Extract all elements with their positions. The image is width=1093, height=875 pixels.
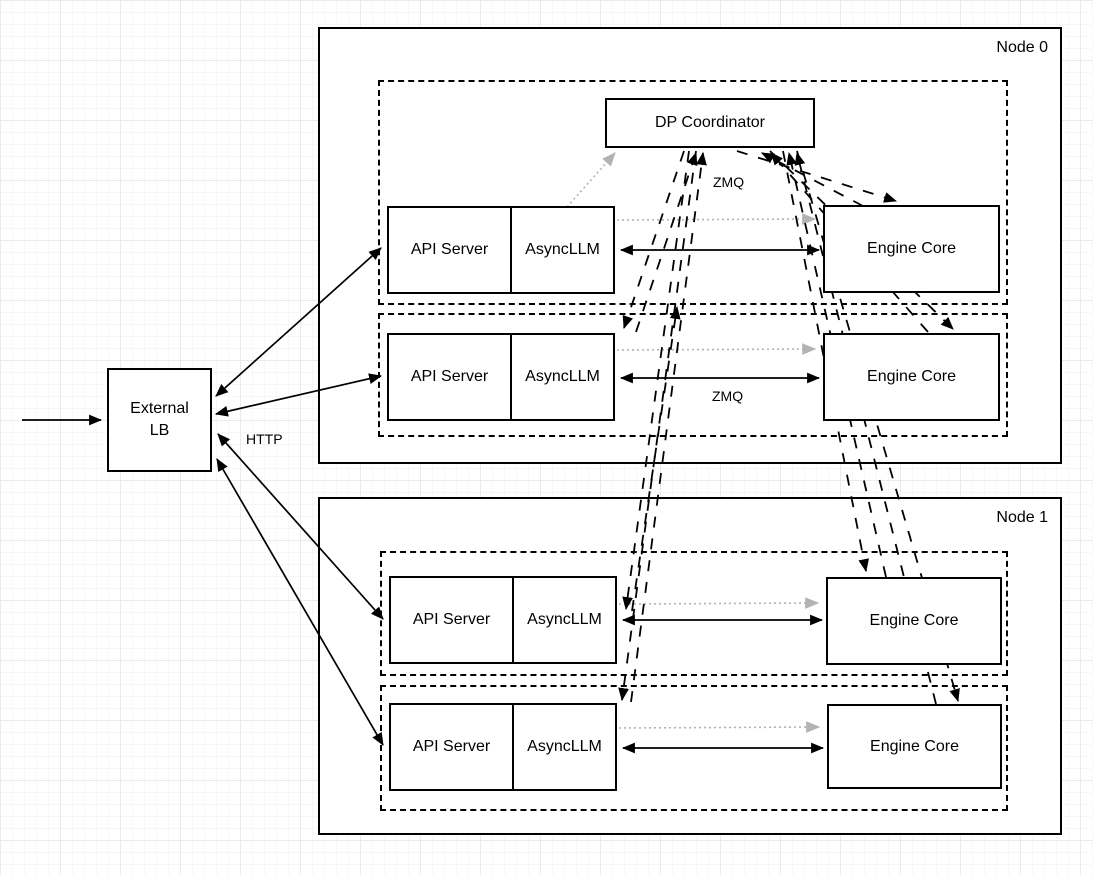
- http-edge-label: HTTP: [246, 431, 283, 447]
- engine-core-box-node0-row1: Engine Core: [823, 205, 1000, 293]
- asyncllm-cell: AsyncLLM: [510, 208, 613, 292]
- dp-coordinator-box: DP Coordinator: [605, 98, 815, 148]
- asyncllm-cell: AsyncLLM: [510, 335, 613, 419]
- engine-core-label: Engine Core: [870, 737, 959, 755]
- engine-core-label: Engine Core: [869, 612, 959, 629]
- zmq-row-edge-label: ZMQ: [712, 388, 744, 404]
- asyncllm-cell: AsyncLLM: [512, 705, 615, 789]
- api-server-cell: API Server: [412, 738, 491, 755]
- api-server-cell: API Server: [410, 368, 489, 385]
- engine-core-box-node1-row2: Engine Core: [827, 704, 1002, 789]
- node0-label: Node 0: [996, 39, 1048, 56]
- external-lb-label-line1: External: [130, 400, 189, 417]
- api-server-asyncllm-box-node1-row2: API Server AsyncLLM: [389, 703, 617, 791]
- api-server-asyncllm-box-node0-row1: API Server AsyncLLM: [387, 206, 615, 294]
- external-lb-label-line2: LB: [149, 422, 170, 439]
- engine-core-box-node1-row1: Engine Core: [826, 577, 1002, 665]
- asyncllm-cell: AsyncLLM: [512, 578, 615, 662]
- api-server-asyncllm-box-node0-row2: API Server AsyncLLM: [387, 333, 615, 421]
- zmq-coordinator-edge-label: ZMQ: [713, 174, 745, 190]
- dp-coordinator-label: DP Coordinator: [655, 114, 765, 131]
- api-server-asyncllm-box-node1-row1: API Server AsyncLLM: [389, 576, 617, 664]
- node1-label: Node 1: [996, 509, 1048, 526]
- engine-core-box-node0-row2: Engine Core: [823, 333, 1000, 421]
- api-server-cell: API Server: [412, 611, 491, 628]
- engine-core-label: Engine Core: [867, 240, 956, 257]
- engine-core-label: Engine Core: [867, 368, 956, 385]
- external-lb-box: External LB: [107, 368, 212, 472]
- api-server-cell: API Server: [410, 241, 489, 258]
